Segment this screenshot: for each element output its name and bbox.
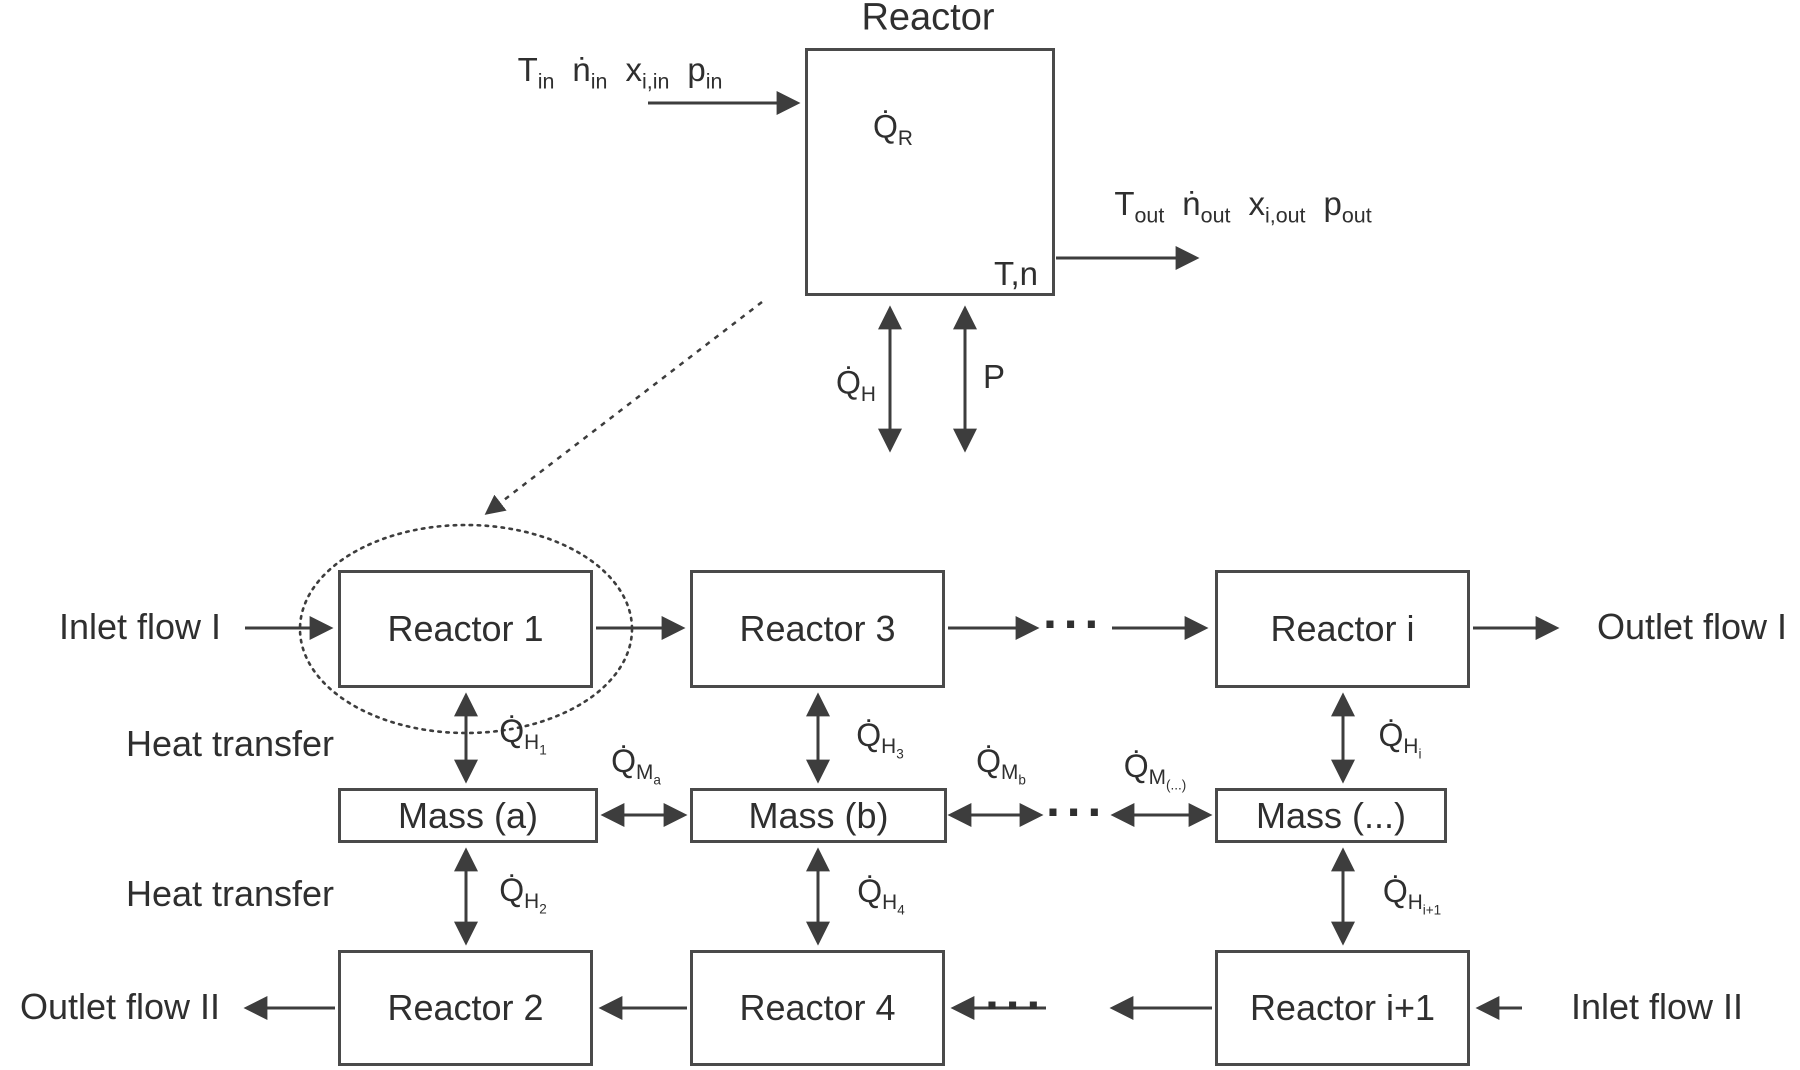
- row1-continuation-dots: ···: [1043, 596, 1105, 652]
- qhi-label: Q̇Hi: [1378, 717, 1422, 762]
- row3-continuation-dots: ···: [985, 977, 1047, 1033]
- inlet-flow-2-label: Inlet flow II: [1570, 986, 1744, 1027]
- detail-reference-dashed-arrow: [484, 301, 763, 515]
- qma-label: Q̇Ma: [611, 743, 661, 788]
- reactor-4-label: Reactor 4: [739, 987, 896, 1028]
- qmdots-label: Q̇M(...): [1123, 748, 1187, 793]
- heat-transfer-label-1: Heat transfer: [125, 723, 335, 764]
- qh1-label: Q̇H1: [499, 713, 547, 758]
- qhi1-label: Q̇Hi+1: [1382, 873, 1442, 918]
- mass-b-label: Mass (b): [748, 794, 889, 836]
- reactor-i1-label: Reactor i+1: [1249, 987, 1436, 1028]
- reactor-i1-box: Reactor i+1: [1215, 950, 1470, 1066]
- pressure-label: P: [982, 358, 1006, 395]
- reactor-i-label: Reactor i: [1270, 608, 1415, 649]
- mass-b-box: Mass (b): [690, 788, 947, 843]
- outlet-flow-2-label: Outlet flow II: [19, 986, 221, 1027]
- reactor-state-label: T,n: [993, 255, 1039, 292]
- mass-row-continuation-dots: ···: [1046, 784, 1108, 840]
- reactor-1-box: Reactor 1: [338, 570, 593, 688]
- mass-a-box: Mass (a): [338, 788, 598, 843]
- reactor-4-box: Reactor 4: [690, 950, 945, 1066]
- reactor1-highlight-ellipse: [298, 523, 634, 735]
- qh3-label: Q̇H3: [856, 717, 904, 762]
- reactor-i-box: Reactor i: [1215, 570, 1470, 688]
- qh2-label: Q̇H2: [499, 872, 547, 917]
- mass-dots-label: Mass (...): [1256, 794, 1406, 836]
- outlet-flow-1-label: Outlet flow I: [1596, 606, 1788, 647]
- qmb-label: Q̇Mb: [976, 743, 1026, 788]
- mass-a-label: Mass (a): [397, 794, 538, 836]
- heat-exchange-label: Q̇H: [836, 364, 876, 406]
- reactor-detail-box: [805, 48, 1055, 296]
- mass-dots-box: Mass (...): [1215, 788, 1447, 843]
- inlet-flow-1-label: Inlet flow I: [58, 606, 222, 647]
- reactor-3-label: Reactor 3: [739, 608, 896, 649]
- qh4-label: Q̇H4: [857, 873, 905, 918]
- reactor-3-box: Reactor 3: [690, 570, 945, 688]
- reactor-detail-title: Reactor: [861, 0, 995, 39]
- heat-transfer-label-2: Heat transfer: [125, 873, 335, 914]
- reactor-1-label: Reactor 1: [387, 608, 544, 649]
- reaction-heat-label: Q̇R: [873, 108, 913, 150]
- reactor-2-label: Reactor 2: [387, 987, 544, 1028]
- reactor-2-box: Reactor 2: [338, 950, 593, 1066]
